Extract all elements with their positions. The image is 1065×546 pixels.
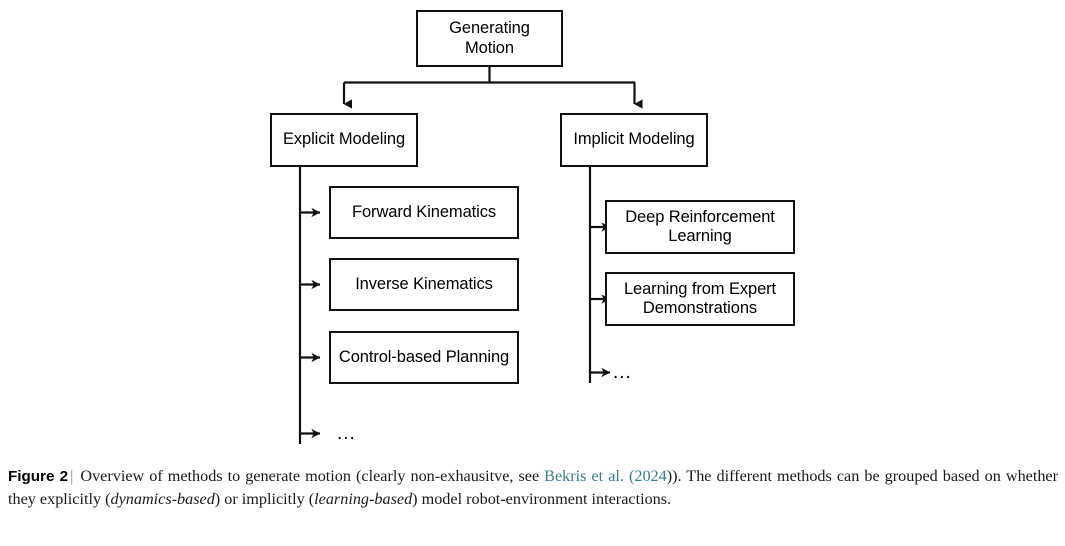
- flowchart-connectors: [298, 67, 643, 444]
- node-explicit-modeling[interactable]: Explicit Modeling: [270, 113, 418, 167]
- node-generating-motion[interactable]: Generating Motion: [416, 10, 563, 67]
- node-inverse-kinematics-label: Inverse Kinematics: [355, 274, 493, 293]
- node-deep-reinforcement-learning-line1: Deep Reinforcement: [625, 207, 775, 226]
- citation-author-link[interactable]: Bekris et al.: [544, 467, 624, 485]
- citation-year-link[interactable]: 2024: [634, 467, 667, 485]
- ellipsis-implicit-more: ...: [613, 362, 632, 383]
- node-learning-from-expert-demonstrations-line2: Demonstrations: [642, 299, 758, 317]
- node-implicit-label: Implicit Modeling: [573, 130, 695, 149]
- node-root-line2: Motion: [465, 38, 514, 57]
- citation-open-paren: (: [623, 467, 635, 485]
- figure-label: Figure 2: [8, 468, 69, 485]
- node-explicit-label: Explicit Modeling: [282, 130, 406, 149]
- ellipsis-explicit-more: ...: [337, 423, 356, 444]
- node-learning-from-expert-demonstrations-line1: Learning from Expert: [623, 279, 777, 298]
- caption-middle: ) or implicitly (: [214, 489, 315, 508]
- caption-emphasis-learning-based: learning-based: [314, 489, 413, 508]
- node-learning-from-expert-demonstrations[interactable]: Learning from Expert Demonstrations: [605, 272, 795, 326]
- figure-caption: Figure 2| Overview of methods to generat…: [8, 465, 1058, 510]
- caption-emphasis-dynamics-based: dynamics-based: [110, 489, 215, 508]
- node-deep-reinforcement-learning[interactable]: Deep Reinforcement Learning: [605, 200, 795, 254]
- node-implicit-modeling[interactable]: Implicit Modeling: [560, 113, 708, 167]
- node-inverse-kinematics[interactable]: Inverse Kinematics: [329, 258, 519, 311]
- node-root-line1: Generating: [449, 19, 530, 38]
- caption-after-citation: )). The different methods can be grouped…: [8, 467, 1059, 508]
- node-control-based-planning[interactable]: Control-based Planning: [329, 331, 519, 384]
- caption-tail: ) model robot-environment interactions.: [412, 489, 672, 508]
- node-control-based-planning-label: Control-based Planning: [338, 347, 510, 366]
- caption-separator: |: [70, 467, 74, 485]
- node-deep-reinforcement-learning-line2: Learning: [668, 227, 732, 245]
- figure-container: Generating Motion Explicit Modeling Impl…: [270, 10, 795, 444]
- node-forward-kinematics[interactable]: Forward Kinematics: [329, 186, 519, 239]
- node-forward-kinematics-label: Forward Kinematics: [352, 202, 496, 221]
- caption-lead: Overview of methods to generate motion (…: [80, 467, 545, 485]
